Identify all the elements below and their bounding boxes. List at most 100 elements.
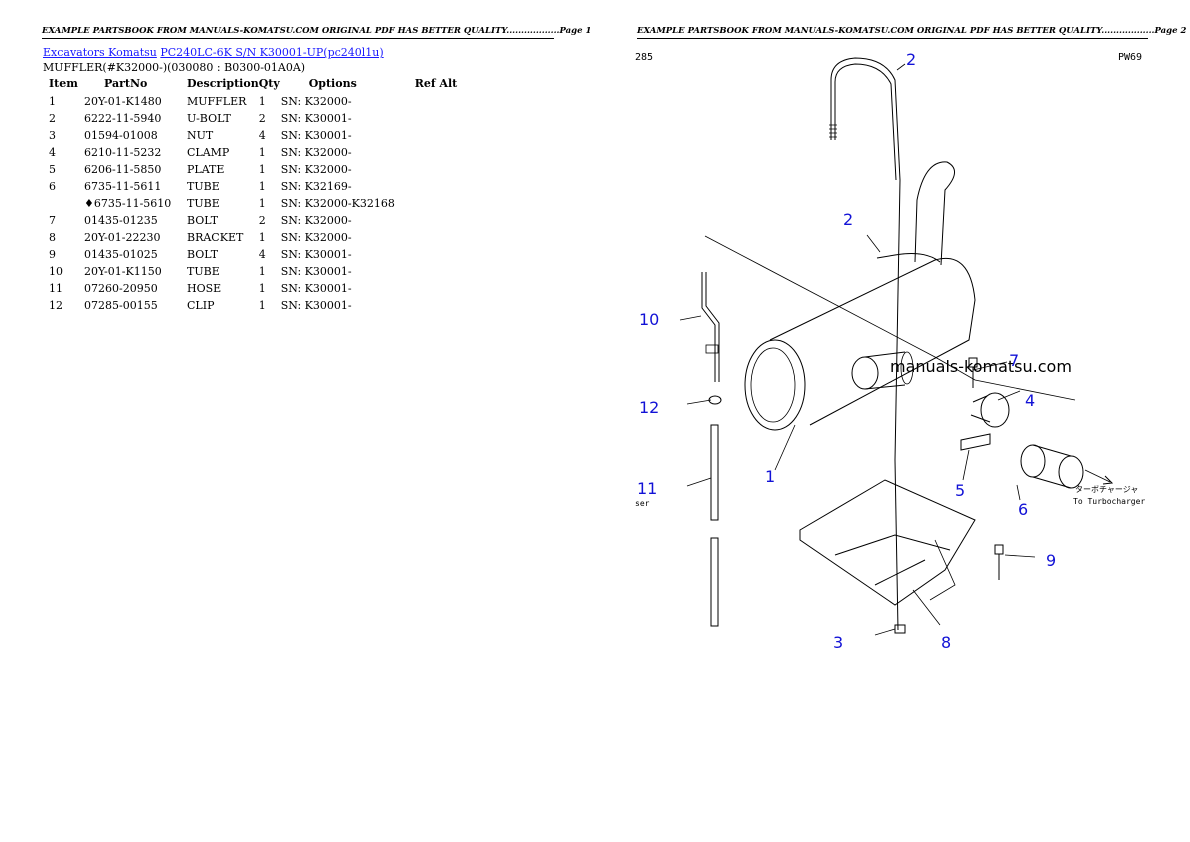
callout-9: 9 — [1046, 551, 1056, 570]
callout-2: 2 — [843, 210, 853, 229]
cell-item: 6 — [49, 180, 56, 193]
cell-description: TUBE — [187, 180, 220, 193]
cell-ref-alt — [415, 263, 475, 280]
cell-description: U-BOLT — [187, 112, 231, 125]
cell-options: SN: K32000- — [280, 163, 352, 176]
cell-ref-alt — [415, 195, 475, 212]
turbo-tube-part — [1020, 444, 1114, 489]
cell-partno: 6210-11-5232 — [84, 146, 162, 159]
cell-partno: 07260-20950 — [84, 282, 158, 295]
cell-ref-alt — [415, 161, 475, 178]
muffler-part — [744, 161, 976, 431]
note-turbo-en: To Turbocharger — [1073, 497, 1145, 506]
callout-4: 4 — [1025, 391, 1035, 410]
cell-options: SN: K30001- — [280, 265, 352, 278]
diagram-code-right: PW69 — [1118, 52, 1142, 63]
callout-10: 10 — [639, 310, 659, 329]
column-header-partno: PartNo — [104, 76, 148, 90]
column-header-description: Description — [187, 76, 259, 90]
cell-ref-alt — [415, 93, 475, 110]
cell-partno: 01435-01235 — [84, 214, 158, 227]
table-row: 3 01594-01008 NUT 4 SN: K30001- — [43, 127, 475, 144]
nut-part — [894, 624, 906, 634]
exploded-parts-diagram: 285 PW69 — [635, 50, 1145, 652]
callout-7: 7 — [1009, 351, 1019, 370]
cell-options: SN: K30001- — [280, 129, 352, 142]
cell-options: SN: K32000- — [280, 231, 352, 244]
cell-item: 9 — [49, 248, 56, 261]
cell-options: SN: K30001- — [280, 299, 352, 312]
cell-item: 12 — [49, 299, 63, 312]
cell-partno: 20Y-01-K1480 — [84, 95, 162, 108]
cell-partno: 6222-11-5940 — [84, 112, 162, 125]
cell-options: SN: K32169- — [280, 180, 352, 193]
column-header-item: Item — [49, 76, 78, 90]
cell-ref-alt — [415, 178, 475, 195]
cell-description: NUT — [187, 129, 214, 142]
cell-qty: 4 — [258, 129, 266, 142]
cell-description: HOSE — [187, 282, 222, 295]
table-header-row: Item PartNo Description Qty Options Ref … — [43, 76, 475, 93]
cell-partno: 20Y-01-22230 — [84, 231, 161, 244]
cell-ref-alt — [415, 229, 475, 246]
cell-options: SN: K32000- — [280, 146, 352, 159]
cell-options: SN: K30001- — [280, 112, 352, 125]
breadcrumb-link-excavators[interactable]: Excavators Komatsu — [43, 46, 157, 59]
column-header-qty: Qty — [258, 76, 280, 90]
note-turbo-jp: ターボチャージャ — [1075, 485, 1138, 494]
cell-options: SN: K32000-K32168 — [280, 197, 395, 210]
cell-ref-alt — [415, 297, 475, 314]
cell-description: CLAMP — [187, 146, 230, 159]
bolt-9-part — [994, 544, 1004, 580]
callout-2-top: 2 — [906, 50, 916, 69]
cell-ref-alt — [415, 144, 475, 161]
column-header-options: Options — [308, 76, 357, 90]
cell-qty: 2 — [258, 214, 266, 227]
section-title: MUFFLER(#K32000-)(030080 : B0300-01A0A) — [43, 61, 306, 74]
cell-item: 10 — [49, 265, 63, 278]
cell-qty: 2 — [258, 112, 266, 125]
cell-item: 11 — [49, 282, 63, 295]
cell-qty: 1 — [258, 146, 266, 159]
column-header-ref-alt: Ref Alt — [414, 76, 458, 90]
cell-partno: 01435-01025 — [84, 248, 158, 261]
cell-description: TUBE — [187, 197, 220, 210]
cell-qty: 1 — [258, 282, 266, 295]
clamp-part — [970, 392, 1010, 428]
table-row: 12 07285-00155 CLIP 1 SN: K30001- — [43, 297, 475, 314]
callout-11: 11 — [637, 479, 657, 498]
cell-item: 3 — [49, 129, 56, 142]
cell-item — [43, 195, 84, 212]
cell-qty: 1 — [258, 231, 266, 244]
cell-partno: 07285-00155 — [84, 299, 158, 312]
callout-6: 6 — [1018, 500, 1028, 519]
cell-item: 4 — [49, 146, 56, 159]
cell-qty: 1 — [258, 299, 266, 312]
cell-qty: 1 — [258, 265, 266, 278]
callout-8: 8 — [941, 633, 951, 652]
cell-options: SN: K30001- — [280, 248, 352, 261]
cell-description: CLIP — [187, 299, 215, 312]
cell-qty: 1 — [258, 180, 266, 193]
cell-options: SN: K32000- — [280, 95, 352, 108]
cell-partno: 01594-01008 — [84, 129, 158, 142]
breadcrumb-link-model[interactable]: PC240LC-6K S/N K30001-UP(pc240l1u) — [160, 46, 384, 59]
cell-description: PLATE — [187, 163, 225, 176]
bracket-part — [799, 479, 976, 606]
cell-ref-alt — [415, 127, 475, 144]
cell-qty: 1 — [258, 95, 266, 108]
cell-qty: 1 — [258, 197, 266, 210]
bolt-7-part — [968, 357, 978, 388]
parts-table: Item PartNo Description Qty Options Ref … — [43, 76, 475, 314]
page-2: EXAMPLE PARTSBOOK FROM MANUALS-KOMATSU.C… — [595, 0, 1190, 842]
cell-qty: 1 — [258, 163, 266, 176]
page-header: EXAMPLE PARTSBOOK FROM MANUALS-KOMATSU.C… — [637, 26, 1186, 39]
